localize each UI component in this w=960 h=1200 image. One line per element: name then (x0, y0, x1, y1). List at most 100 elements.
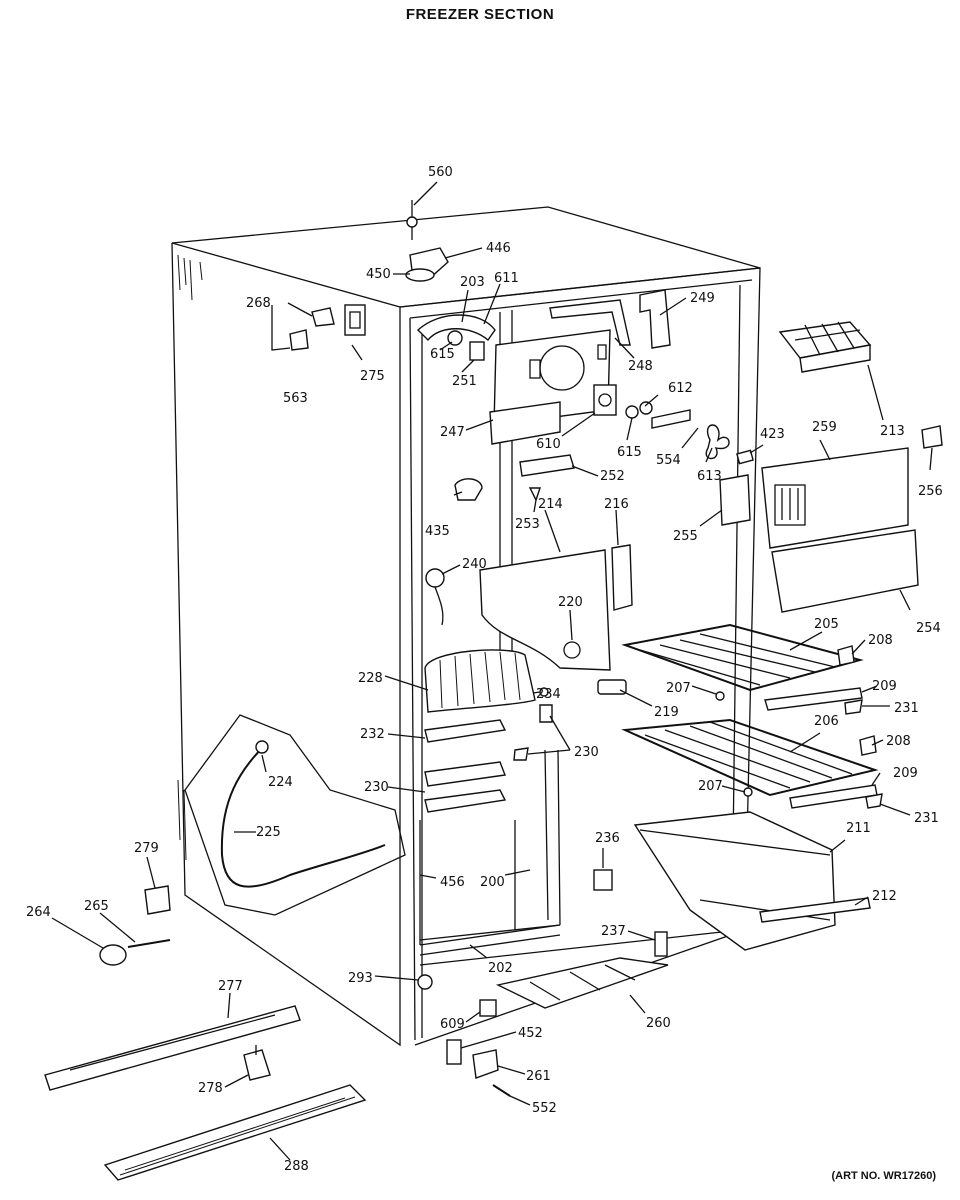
part-268-thermostat-knob[interactable] (311, 307, 335, 327)
label-219: 219 (654, 705, 679, 720)
label-277: 277 (218, 979, 243, 994)
label-613: 613 (697, 469, 722, 484)
label-611: 611 (494, 271, 519, 286)
label-200: 200 (480, 875, 505, 890)
part-279-bracket[interactable] (144, 885, 171, 915)
label-256: 256 (918, 484, 943, 499)
label-456: 456 (440, 875, 465, 890)
part-236-hinge[interactable] (593, 869, 613, 891)
cabinet-inner-liner (409, 279, 753, 1041)
label-247: 247 (440, 425, 465, 440)
part-259-ice-bin-shelf[interactable] (761, 447, 909, 549)
part-224-225-condensate-tube[interactable] (184, 714, 406, 916)
part-202-base[interactable] (419, 924, 561, 941)
part-254-shelf-front[interactable] (771, 529, 919, 613)
part-255-cover[interactable] (719, 474, 751, 526)
part-213-ice-tray[interactable] (778, 321, 872, 373)
label-211: 211 (846, 821, 871, 836)
label-240: 240 (462, 557, 487, 572)
part-208-bracket[interactable] (837, 645, 855, 666)
label-230b: 230 (364, 780, 389, 795)
part-231-clip-lower[interactable] (865, 793, 883, 809)
part-253-plug[interactable] (528, 487, 541, 502)
label-615b: 615 (617, 445, 642, 460)
part-278-leveler[interactable] (243, 1045, 271, 1081)
part-265-screw[interactable] (127, 939, 171, 948)
label-249: 249 (690, 291, 715, 306)
label-202: 202 (488, 961, 513, 976)
part-212-basket-handle[interactable] (759, 897, 871, 923)
part-208-bracket-lower[interactable] (859, 735, 877, 756)
cabinet-left-side (171, 242, 401, 1047)
part-251-receptacle[interactable] (469, 341, 485, 361)
part-249-bracket[interactable] (639, 289, 671, 349)
part-207-screw[interactable] (715, 691, 725, 701)
label-563: 563 (283, 391, 308, 406)
part-230-shelf-support[interactable] (424, 761, 507, 813)
part-206-wire-shelf[interactable] (621, 718, 879, 797)
part-252-drain-trough[interactable] (519, 454, 575, 477)
art-number: (ART NO. WR17260) (831, 1170, 936, 1182)
label-275: 275 (360, 369, 385, 384)
part-435-cap[interactable] (454, 478, 483, 501)
part-231-clip[interactable] (844, 699, 863, 715)
cabinet-outline (171, 206, 761, 1047)
condensate-tube-path (220, 744, 386, 888)
part-256-clip[interactable] (921, 425, 943, 449)
label-253: 253 (515, 517, 540, 532)
part-563-switch[interactable] (289, 329, 309, 351)
part-248-duct[interactable] (549, 299, 631, 346)
part-288-grille[interactable] (103, 1084, 367, 1181)
part-423-light-bulb[interactable] (736, 449, 754, 465)
part-560-screw[interactable] (406, 200, 418, 240)
part-293-roller[interactable] (417, 974, 433, 990)
label-279: 279 (134, 841, 159, 856)
label-207a: 207 (666, 681, 691, 696)
part-247-fan-cover[interactable] (489, 329, 611, 445)
label-228: 228 (358, 671, 383, 686)
label-209a: 209 (872, 679, 897, 694)
part-228-evaporator[interactable] (424, 649, 536, 713)
part-613-fan-blade[interactable] (705, 424, 730, 460)
part-209-shelf-trim[interactable] (764, 687, 863, 711)
part-260-drain-pan[interactable] (495, 957, 669, 1009)
part-214-evaporator-cover[interactable] (479, 549, 611, 671)
part-610-fan-motor[interactable] (593, 384, 617, 416)
label-220: 220 (558, 595, 583, 610)
part-275-switch-plate[interactable] (344, 304, 366, 336)
label-254: 254 (916, 621, 941, 636)
label-560: 560 (428, 165, 453, 180)
part-211-basket[interactable] (633, 811, 836, 951)
part-452-plate[interactable] (446, 1039, 462, 1065)
part-277-rail[interactable] (44, 1005, 301, 1091)
label-216: 216 (604, 497, 629, 512)
part-203-housing[interactable] (416, 314, 496, 342)
label-293: 293 (348, 971, 373, 986)
part-232-drain-pan[interactable] (424, 719, 507, 743)
label-213: 213 (880, 424, 905, 439)
part-264-cap[interactable] (99, 944, 127, 966)
part-615-grommet[interactable] (625, 401, 653, 419)
label-552: 552 (532, 1101, 557, 1116)
part-237-hinge-pin[interactable] (654, 931, 668, 957)
part-209-shelf-trim-lower[interactable] (789, 784, 878, 809)
label-203: 203 (460, 275, 485, 290)
part-240-timer[interactable] (425, 568, 445, 626)
part-207-screw-lower[interactable] (743, 787, 753, 797)
part-216-channel[interactable] (611, 544, 633, 611)
part-230-clip[interactable] (513, 704, 553, 761)
label-610: 610 (536, 437, 561, 452)
label-231a: 231 (894, 701, 919, 716)
part-450-light-socket[interactable] (405, 268, 435, 282)
part-205-wire-shelf[interactable] (621, 623, 864, 692)
part-219-light-socket[interactable] (597, 679, 627, 695)
label-609: 609 (440, 1017, 465, 1032)
label-237: 237 (601, 924, 626, 939)
part-552-screw[interactable] (492, 1084, 511, 1097)
part-615-bulb[interactable] (447, 330, 463, 346)
part-612-bracket[interactable] (651, 409, 691, 429)
part-261-hinge[interactable] (472, 1049, 499, 1079)
part-609-grommet[interactable] (479, 999, 497, 1017)
label-232: 232 (360, 727, 385, 742)
label-255: 255 (673, 529, 698, 544)
